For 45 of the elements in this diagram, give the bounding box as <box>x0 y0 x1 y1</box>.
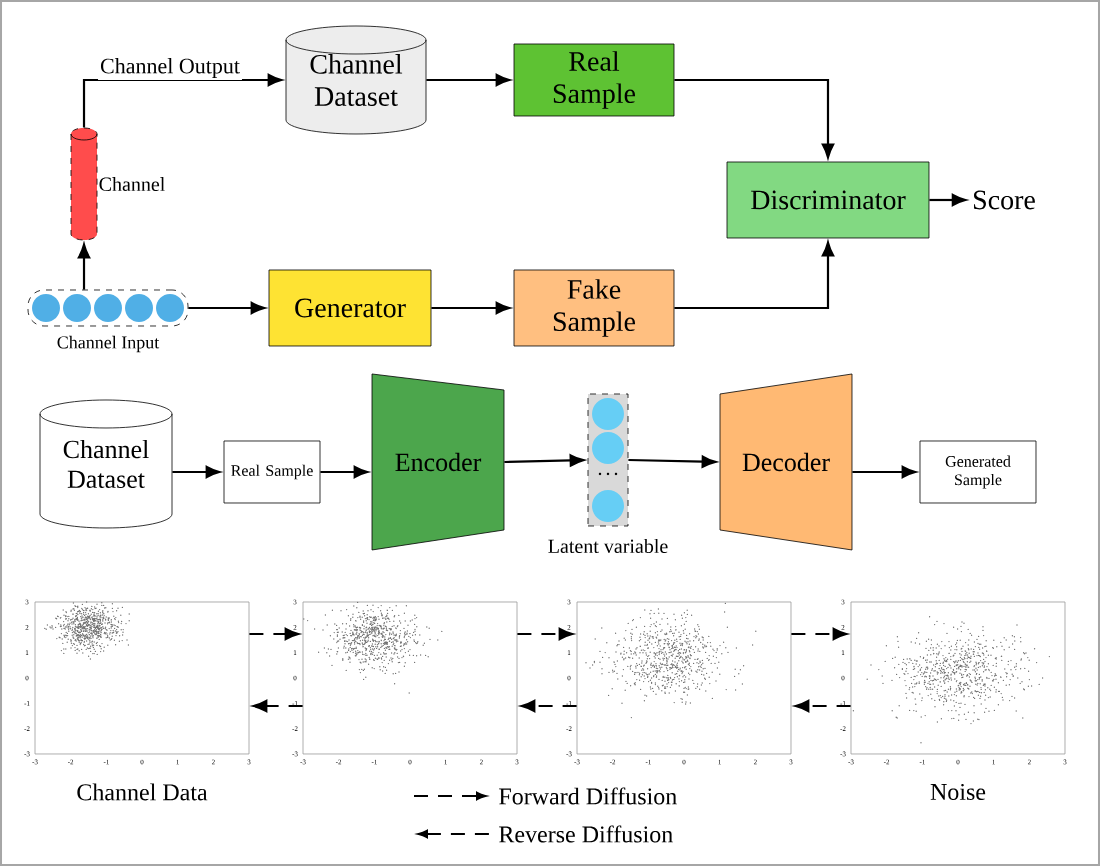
process-box: Real Sample <box>513 43 675 117</box>
channel-cylinder <box>70 127 98 241</box>
legend-item: Forward Diffusion <box>414 787 677 805</box>
arrow <box>791 627 848 641</box>
process-box: Discriminator <box>726 161 930 239</box>
process-box: Generated Sample <box>919 440 1037 504</box>
decoder-block: Decoder <box>719 373 853 551</box>
arrow <box>517 627 574 641</box>
arrow <box>794 699 851 713</box>
scatter-plot <box>302 601 518 755</box>
arrow <box>426 73 511 87</box>
node-label: Latent variable <box>548 538 668 554</box>
arrow <box>320 465 369 479</box>
arrow <box>520 699 577 713</box>
latent-vector: Latent variable <box>548 393 668 553</box>
output-text: Score <box>974 190 1035 210</box>
arrow <box>852 465 917 479</box>
database-cylinder: Channel Dataset <box>285 25 427 135</box>
scatter-plot <box>34 601 250 755</box>
arrow <box>674 78 835 159</box>
arrow <box>188 301 266 315</box>
arrow <box>431 301 511 315</box>
process-box: Real Sample <box>223 440 321 504</box>
scatter-plot <box>576 601 792 755</box>
node-caption: Channel Data <box>77 783 208 801</box>
arrow <box>82 73 283 128</box>
legend-item: Reverse Diffusion <box>417 825 673 843</box>
arrow <box>504 454 585 467</box>
process-box: Fake Sample <box>513 269 675 347</box>
arrow <box>77 243 91 290</box>
arrow <box>628 455 717 468</box>
arrow <box>929 193 967 207</box>
database-cylinder: Channel Dataset <box>39 399 173 529</box>
node-caption: Channel <box>99 176 165 191</box>
node-caption: Noise <box>930 783 986 801</box>
node-label: Channel Input <box>57 335 160 353</box>
arrow <box>172 465 221 479</box>
edge-label: Channel Output <box>98 56 242 80</box>
arrow <box>674 241 835 310</box>
scatter-plot <box>850 601 1066 755</box>
process-box: Generator <box>268 269 432 347</box>
arrow <box>249 627 300 641</box>
input-vector: Channel Input <box>27 289 189 353</box>
encoder-block: Encoder <box>371 373 505 551</box>
arrow <box>252 699 303 713</box>
